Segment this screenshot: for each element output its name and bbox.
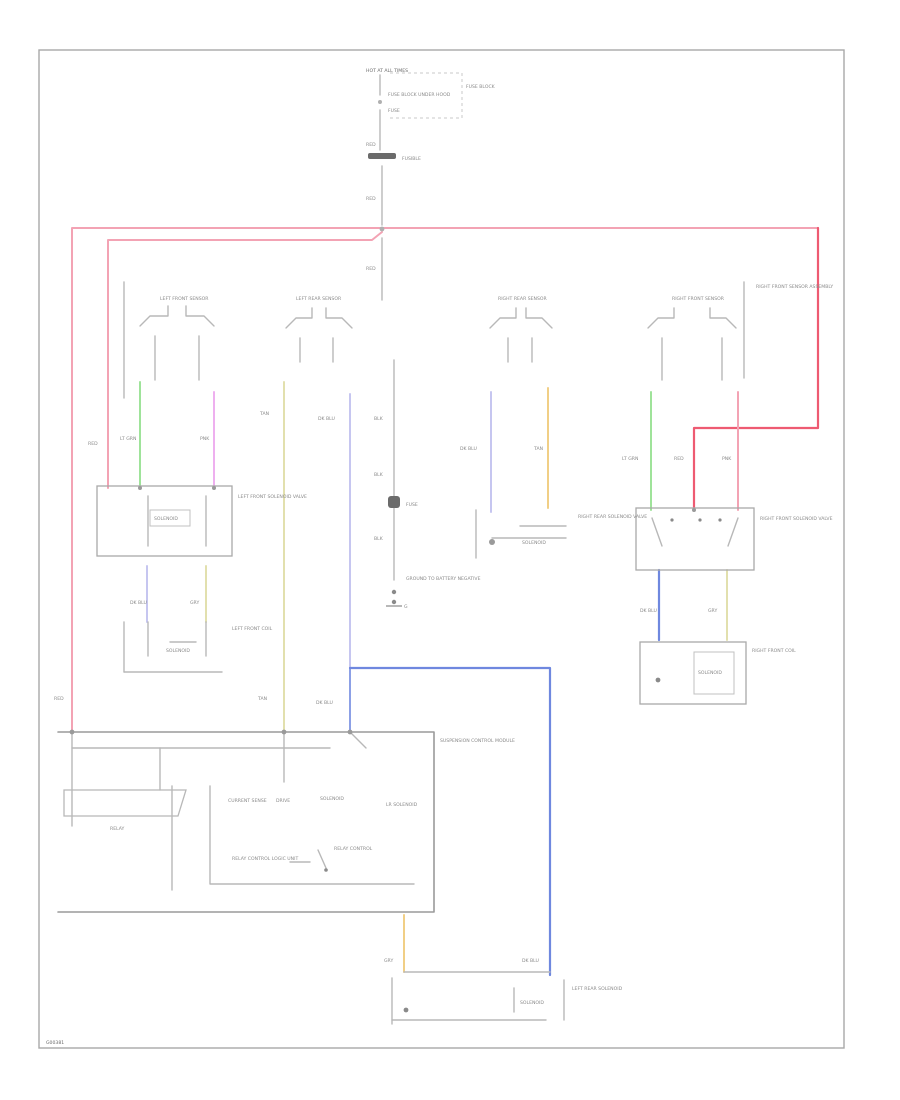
fusible-link-icon	[368, 153, 396, 159]
label-top-fuse: FUSE	[388, 108, 400, 114]
label-wire-red-2: RED	[674, 456, 684, 462]
center-fuse-icon	[388, 496, 400, 508]
label-module-in-1: RED	[54, 696, 64, 702]
label-rf-valve: RIGHT FRONT SOLENOID VALVE	[760, 516, 833, 522]
label-rf-sensor: RIGHT FRONT SENSOR	[672, 296, 725, 302]
label-rf-sensor-note: RIGHT FRONT SENSOR ASSEMBLY	[756, 284, 833, 290]
left-front-solenoid-valve: SOLENOID LEFT FRONT SOLENOID VALVE DK BL…	[96, 485, 307, 606]
suspension-control-module: SUSPENSION CONTROL MODULE RED TAN DK BLU…	[54, 696, 515, 913]
label-wire-tan-2: TAN	[533, 446, 543, 452]
center-feed: BLK BLK BLK FUSE GROUND TO BATTERY NEGAT…	[374, 359, 481, 610]
label-rr-valve: RIGHT REAR SOLENOID VALVE	[578, 514, 647, 520]
sensor-signal-wires: RED LT GRN PNK TAN DK BLU DK BLU TAN LT …	[88, 381, 739, 977]
label-lf-lower-2: GRY	[190, 600, 199, 606]
label-center-fuse: FUSE	[406, 502, 418, 508]
label-rr-sensor: RIGHT REAR SENSOR	[498, 296, 548, 302]
label-module-sub-2: DRIVE	[276, 798, 290, 804]
label-top-wire-2: RED	[366, 196, 376, 202]
power-distribution-wires	[71, 226, 820, 731]
right-front-sensor: RIGHT FRONT SENSOR RIGHT FRONT SENSOR AS…	[647, 281, 833, 381]
right-front-coil: SOLENOID RIGHT FRONT COIL	[639, 641, 796, 705]
label-lr-coil: LEFT REAR SOLENOID	[572, 986, 623, 992]
label-lf-coil-box: SOLENOID	[166, 648, 190, 654]
label-rf-coil-box: SOLENOID	[698, 670, 722, 676]
label-lr-coil-2: DK BLU	[522, 958, 539, 964]
label-lf-sensor: LEFT FRONT SENSOR	[160, 296, 209, 302]
label-lf-valve: LEFT FRONT SOLENOID VALVE	[238, 494, 307, 500]
label-top-power: HOT AT ALL TIMES	[366, 68, 408, 74]
label-top-fuse-block: FUSE BLOCK	[466, 84, 496, 90]
label-center-wire-3: BLK	[374, 536, 384, 542]
label-ground: G	[404, 604, 408, 610]
left-rear-coil: GRY DK BLU SOLENOID LEFT REAR SOLENOID	[384, 958, 623, 1025]
label-wire-pnk-2: PNK	[722, 456, 732, 462]
label-top-wire-3: RED	[366, 266, 376, 272]
left-front-sensor: LEFT FRONT SENSOR	[123, 281, 215, 399]
label-module-in-2: TAN	[257, 696, 267, 702]
label-module-sub-5: RELAY CONTROL LOGIC UNIT	[232, 856, 298, 862]
label-lf-coil: LEFT FRONT COIL	[232, 626, 273, 632]
label-module-sub-4: LR SOLENOID	[386, 802, 418, 808]
label-center-wire-1: BLK	[374, 416, 384, 422]
power-feed: HOT AT ALL TIMES FUSE BLOCK FUSE BLOCK U…	[366, 68, 496, 301]
label-fusible-link: FUSIBLE	[402, 156, 421, 162]
label-wire-lt-grn-2: LT GRN	[622, 456, 638, 462]
label-top-fuse-note: FUSE BLOCK UNDER HOOD	[388, 92, 451, 98]
page-id: G00381	[46, 1040, 64, 1046]
label-module-sub-1: CURRENT SENSE	[228, 798, 267, 804]
left-front-coil: SOLENOID LEFT FRONT COIL	[123, 621, 273, 673]
label-rf-coil: RIGHT FRONT COIL	[752, 648, 796, 654]
label-wire-tan: TAN	[259, 411, 269, 417]
label-wire-pnk: PNK	[200, 436, 210, 442]
label-wire-lt-grn: LT GRN	[120, 436, 136, 442]
splice-points	[69, 486, 696, 735]
label-module-in-3: DK BLU	[316, 700, 333, 706]
label-rf-lower-2: GRY	[708, 608, 717, 614]
label-wire-red-left: RED	[88, 441, 98, 447]
label-top-wire-1: RED	[366, 142, 376, 148]
right-rear-solenoid-valve: SOLENOID RIGHT REAR SOLENOID VALVE	[475, 509, 647, 559]
left-rear-sensor: LEFT REAR SENSOR	[285, 296, 353, 363]
label-lf-lower-1: DK BLU	[130, 600, 147, 606]
label-rf-lower-1: DK BLU	[640, 608, 657, 614]
label-module-sub-3: SOLENOID	[320, 796, 344, 802]
label-module-title: SUSPENSION CONTROL MODULE	[440, 738, 515, 744]
label-relay: RELAY	[110, 826, 125, 832]
right-front-solenoid-valve: RIGHT FRONT SOLENOID VALVE DK BLU GRY	[635, 507, 833, 614]
label-lr-sensor: LEFT REAR SENSOR	[296, 296, 342, 302]
label-center-wire-2: BLK	[374, 472, 384, 478]
label-wire-dk-blu-2: DK BLU	[460, 446, 477, 452]
label-rr-valve-box: SOLENOID	[522, 540, 546, 546]
label-lf-valve-box: SOLENOID	[154, 516, 178, 522]
label-module-sub-6: RELAY CONTROL	[334, 846, 373, 852]
label-lr-coil-box: SOLENOID	[520, 1000, 544, 1006]
label-wire-dk-blu: DK BLU	[318, 416, 335, 422]
label-lr-coil-1: GRY	[384, 958, 393, 964]
diagram-frame	[38, 49, 845, 1049]
right-rear-sensor: RIGHT REAR SENSOR	[489, 296, 553, 363]
label-ground-note: GROUND TO BATTERY NEGATIVE	[406, 576, 481, 582]
